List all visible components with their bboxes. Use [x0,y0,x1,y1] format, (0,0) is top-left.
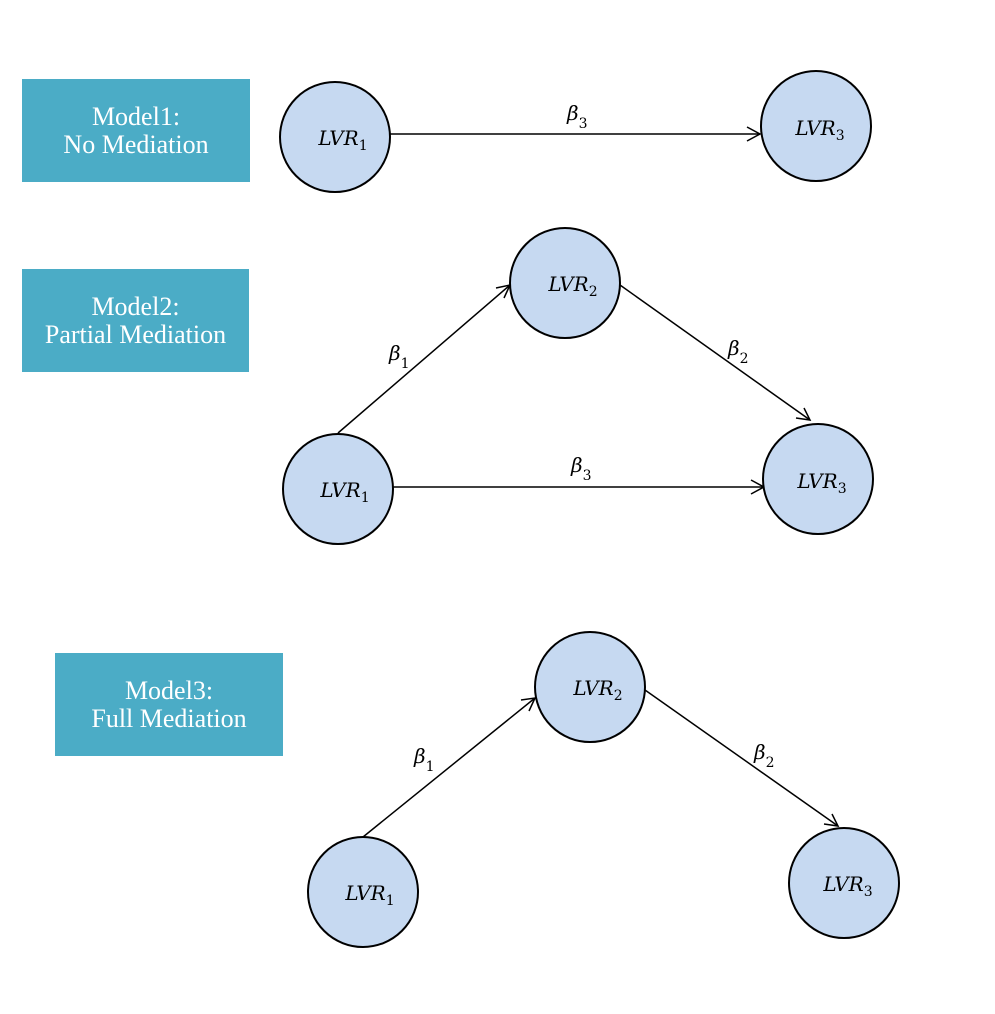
model3-edge-b1-label: β1 [413,744,434,775]
model1-edge-b3-label: β3 [566,101,587,132]
model3-arrowhead-b1 [520,697,537,712]
model3-edge-b2 [644,689,839,827]
model3-node-lvr2-label: LVR2 [572,676,622,704]
model3-node-lvr2 [534,631,646,743]
model2-edge-b1-label: β1 [388,341,409,372]
model2-node-lvr1-label: LVR1 [319,478,369,506]
model3-arrowhead-b2 [823,813,840,827]
model2-node-lvr3-label: LVR3 [796,469,846,497]
model3-node-lvr3 [788,827,900,939]
model3-subtitle: Full Mediation [91,703,247,733]
model2-node-lvr3 [762,423,874,535]
model1-node-lvr1 [279,81,391,193]
model2-node-lvr2 [509,227,621,339]
model3-edge-b2-label: β2 [753,740,774,771]
model3-label-box: Model3: Full Mediation [55,653,283,756]
model2-edge-b2-label: β2 [727,336,748,367]
model2-diagram: LVR1 LVR2 LVR3 β1 β2 β3 [282,227,874,545]
model1-title: Model1: [91,101,181,131]
model2-edge-b3-label: β3 [570,453,591,484]
model1-subtitle: No Mediation [63,129,209,159]
model1-node-lvr1-label: LVR1 [317,126,367,154]
model2-node-lvr2-label: LVR2 [547,272,597,300]
model2-node-lvr1 [282,433,394,545]
model3-node-lvr3-label: LVR3 [822,872,872,900]
model2-subtitle: Partial Mediation [44,319,227,349]
model2-edge-b2 [619,284,811,421]
model3-title: Model3: [124,675,214,705]
model1-node-lvr3 [760,70,872,182]
model2-title: Model2: [91,291,180,321]
model3-node-lvr1 [307,836,419,948]
model1-node-lvr3-label: LVR3 [794,116,844,144]
model1-label-box: Model1: No Mediation [22,79,250,182]
model3-edge-b1 [362,697,536,838]
model1-diagram: LVR1 LVR3 β3 [279,70,872,193]
model3-node-lvr1-label: LVR1 [344,881,394,909]
model2-edge-b1 [337,284,511,434]
model3-diagram: LVR1 LVR2 LVR3 β1 β2 [307,631,900,948]
model1-arrowhead-b3 [746,126,762,142]
model2-label-box: Model2: Partial Mediation [22,269,249,372]
model2-arrowhead-b2 [795,407,812,421]
